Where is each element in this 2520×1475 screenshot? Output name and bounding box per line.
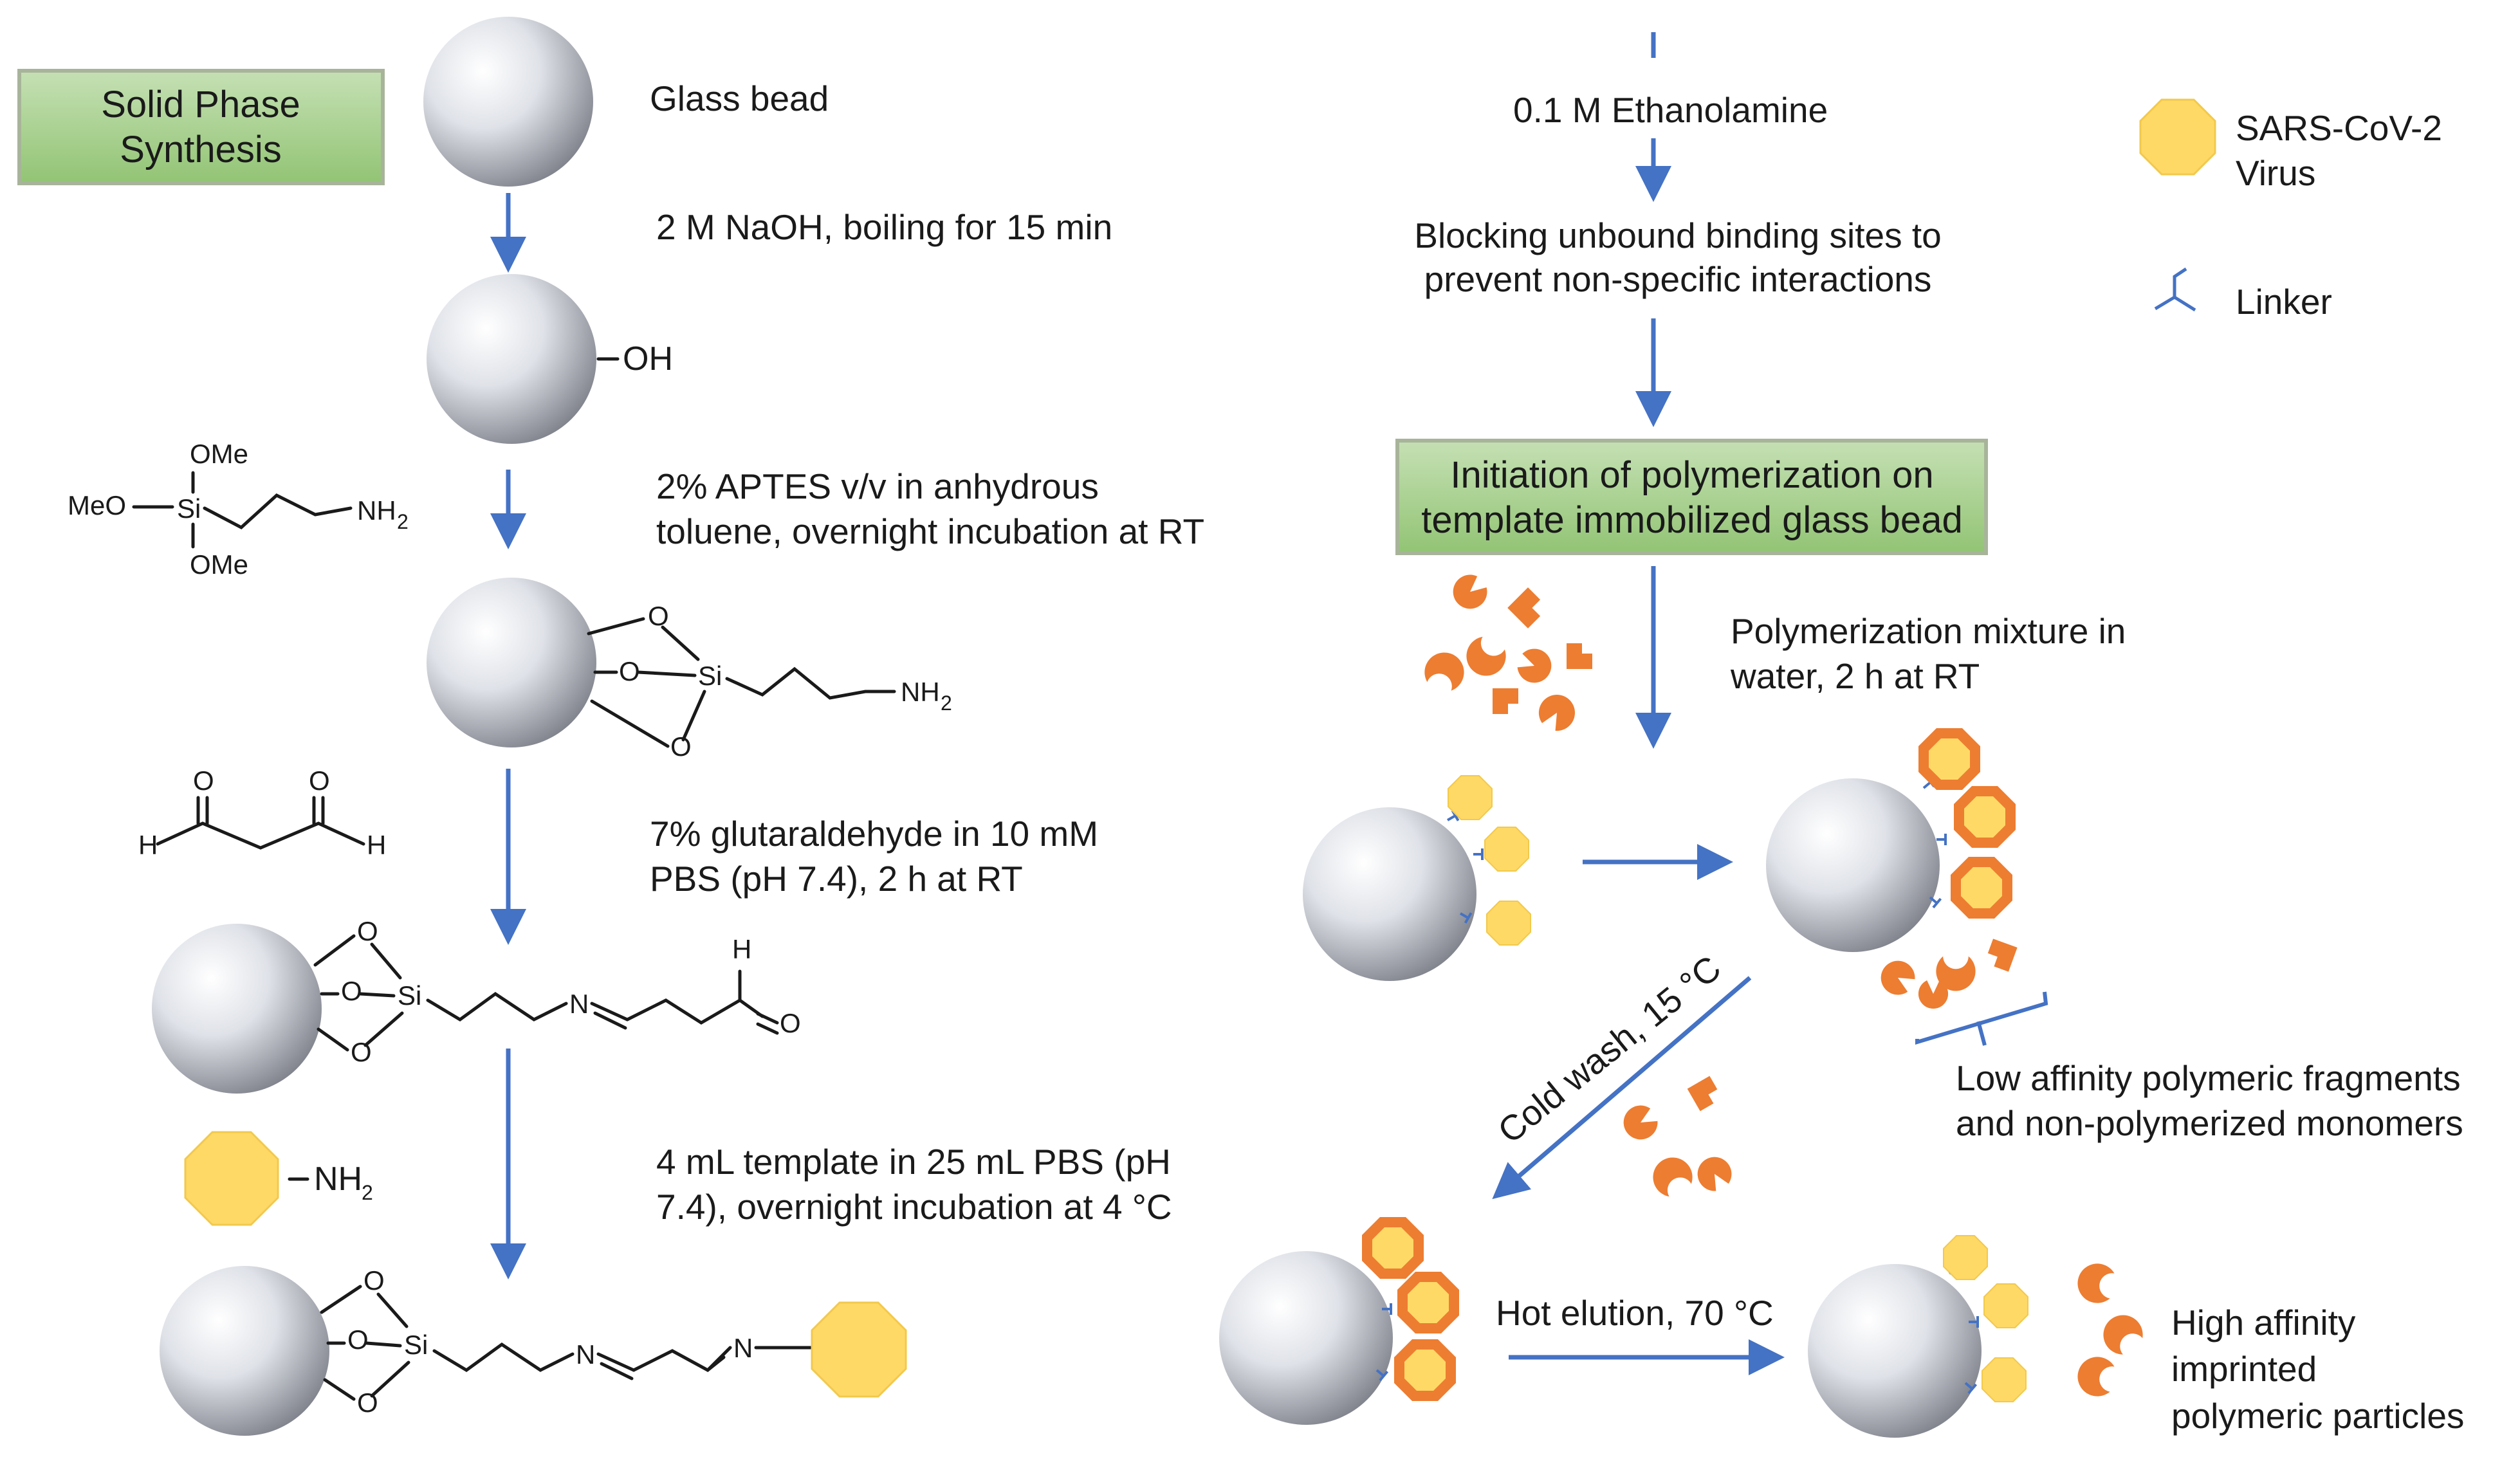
polymerization-line2: water, 2 h at RT	[1730, 656, 1980, 696]
legend-virus-line2: Virus	[2236, 153, 2315, 193]
legend-linker: Linker	[2236, 282, 2332, 322]
virus-legend-icon	[2139, 98, 2216, 176]
eluted-bead	[1808, 1235, 2028, 1438]
high-affinity-line3: polymeric particles	[2171, 1396, 2464, 1436]
svg-text:2: 2	[362, 1181, 373, 1204]
glass-bead-template	[160, 1266, 329, 1436]
svg-text:O: O	[309, 765, 330, 796]
svg-text:H: H	[732, 934, 751, 964]
initiation-box-line1: Initiation of polymerization on	[1450, 454, 1933, 496]
linker-legend-icon	[2154, 267, 2196, 312]
svg-text:O: O	[347, 1324, 369, 1355]
svg-text:N: N	[569, 989, 589, 1019]
oh-label: OH	[623, 340, 673, 378]
svg-text:Si: Si	[398, 980, 421, 1011]
step-aptes-line2: toluene, overnight incubation at RT	[656, 511, 1204, 551]
glass-bead-oh	[427, 274, 596, 444]
high-affinity-line1: High affinity	[2171, 1303, 2356, 1342]
step-aptes-line1: 2% APTES v/v in anhydrous	[656, 466, 1099, 506]
svg-text:H: H	[138, 830, 158, 860]
washed-bead	[1219, 1217, 1459, 1425]
svg-text:N: N	[733, 1333, 753, 1363]
template-bead-pre	[1303, 775, 1531, 981]
svg-text:Si: Si	[404, 1330, 428, 1360]
svg-text:O: O	[648, 601, 669, 631]
polymerization-line1: Polymerization mixture in	[1731, 611, 2126, 651]
svg-text:Si: Si	[698, 661, 722, 691]
svg-text:2: 2	[941, 692, 952, 715]
hot-elution-label: Hot elution, 70 °C	[1496, 1293, 1774, 1333]
solid-phase-box: Solid Phase Synthesis	[17, 69, 385, 185]
step-template-line2: 7.4), overnight incubation at 4 °C	[656, 1187, 1172, 1227]
monomer-cluster	[1421, 569, 1592, 737]
svg-text:O: O	[193, 765, 214, 796]
svg-text:NH: NH	[901, 677, 940, 707]
svg-text:H: H	[367, 830, 386, 860]
step-glutaraldehyde-line1: 7% glutaraldehyde in 10 mM	[650, 814, 1098, 854]
low-affinity-line2: and non-polymerized monomers	[1956, 1103, 2463, 1143]
low-affinity-line1: Low affinity polymeric fragments	[1956, 1058, 2461, 1098]
step-naoh-label: 2 M NaOH, boiling for 15 min	[656, 207, 1112, 247]
solid-phase-box-line1: Solid Phase	[101, 84, 300, 125]
svg-text:NH: NH	[357, 495, 396, 526]
polymerized-bead	[1766, 728, 2048, 1046]
washed-fragments	[1617, 1076, 1737, 1200]
step-glass-bead-label: Glass bead	[650, 78, 829, 118]
glutaraldehyde-bead-structure: O O O Si N H O	[313, 916, 801, 1067]
svg-text:2: 2	[397, 510, 409, 533]
template-bead-structure: O O O Si N N	[320, 1265, 907, 1418]
imprinted-particles	[2074, 1260, 2148, 1399]
glass-bead-aptes	[427, 578, 596, 747]
step-template-line1: 4 mL template in 25 mL PBS (pH	[656, 1142, 1171, 1182]
svg-text:OMe: OMe	[190, 549, 248, 580]
arrow-cold-wash	[1492, 976, 1752, 1200]
aptes-bead-structure: O O O Si NH 2	[587, 601, 952, 762]
ethanolamine-label: 0.1 M Ethanolamine	[1513, 90, 1828, 130]
svg-text:Si: Si	[177, 493, 201, 524]
initiation-box: Initiation of polymerization on template…	[1395, 439, 1988, 555]
template-amine: NH 2	[184, 1131, 373, 1226]
glass-bead-1	[423, 17, 593, 187]
glass-bead-glutaraldehyde	[152, 924, 322, 1094]
svg-text:O: O	[341, 976, 362, 1006]
initiation-box-line2: template immobilized glass bead	[1421, 499, 1962, 541]
svg-text:O: O	[363, 1265, 385, 1296]
legend: SARS-CoV-2 Virus Linker	[2139, 98, 2442, 322]
svg-text:OMe: OMe	[190, 439, 248, 469]
svg-text:O: O	[619, 656, 640, 686]
svg-text:NH: NH	[314, 1160, 362, 1198]
svg-text:O: O	[357, 916, 378, 946]
svg-text:N: N	[576, 1339, 595, 1370]
solid-phase-box-line2: Synthesis	[120, 129, 281, 170]
aptes-structure: OMe MeO Si OMe NH 2	[68, 439, 409, 580]
step-glutaraldehyde-line2: PBS (pH 7.4), 2 h at RT	[650, 859, 1023, 899]
svg-text:MeO: MeO	[68, 490, 126, 520]
glutaraldehyde-structure: O O H H	[138, 765, 386, 860]
cold-wash-label: Cold wash, 15 °C	[1491, 948, 1729, 1151]
svg-text:O: O	[670, 731, 692, 762]
svg-text:O: O	[780, 1008, 801, 1038]
high-affinity-line2: imprinted	[2171, 1349, 2317, 1389]
blocking-line1: Blocking unbound binding sites to	[1414, 215, 1941, 255]
legend-virus-line1: SARS-CoV-2	[2236, 108, 2442, 148]
blocking-line2: prevent non-specific interactions	[1424, 259, 1932, 299]
